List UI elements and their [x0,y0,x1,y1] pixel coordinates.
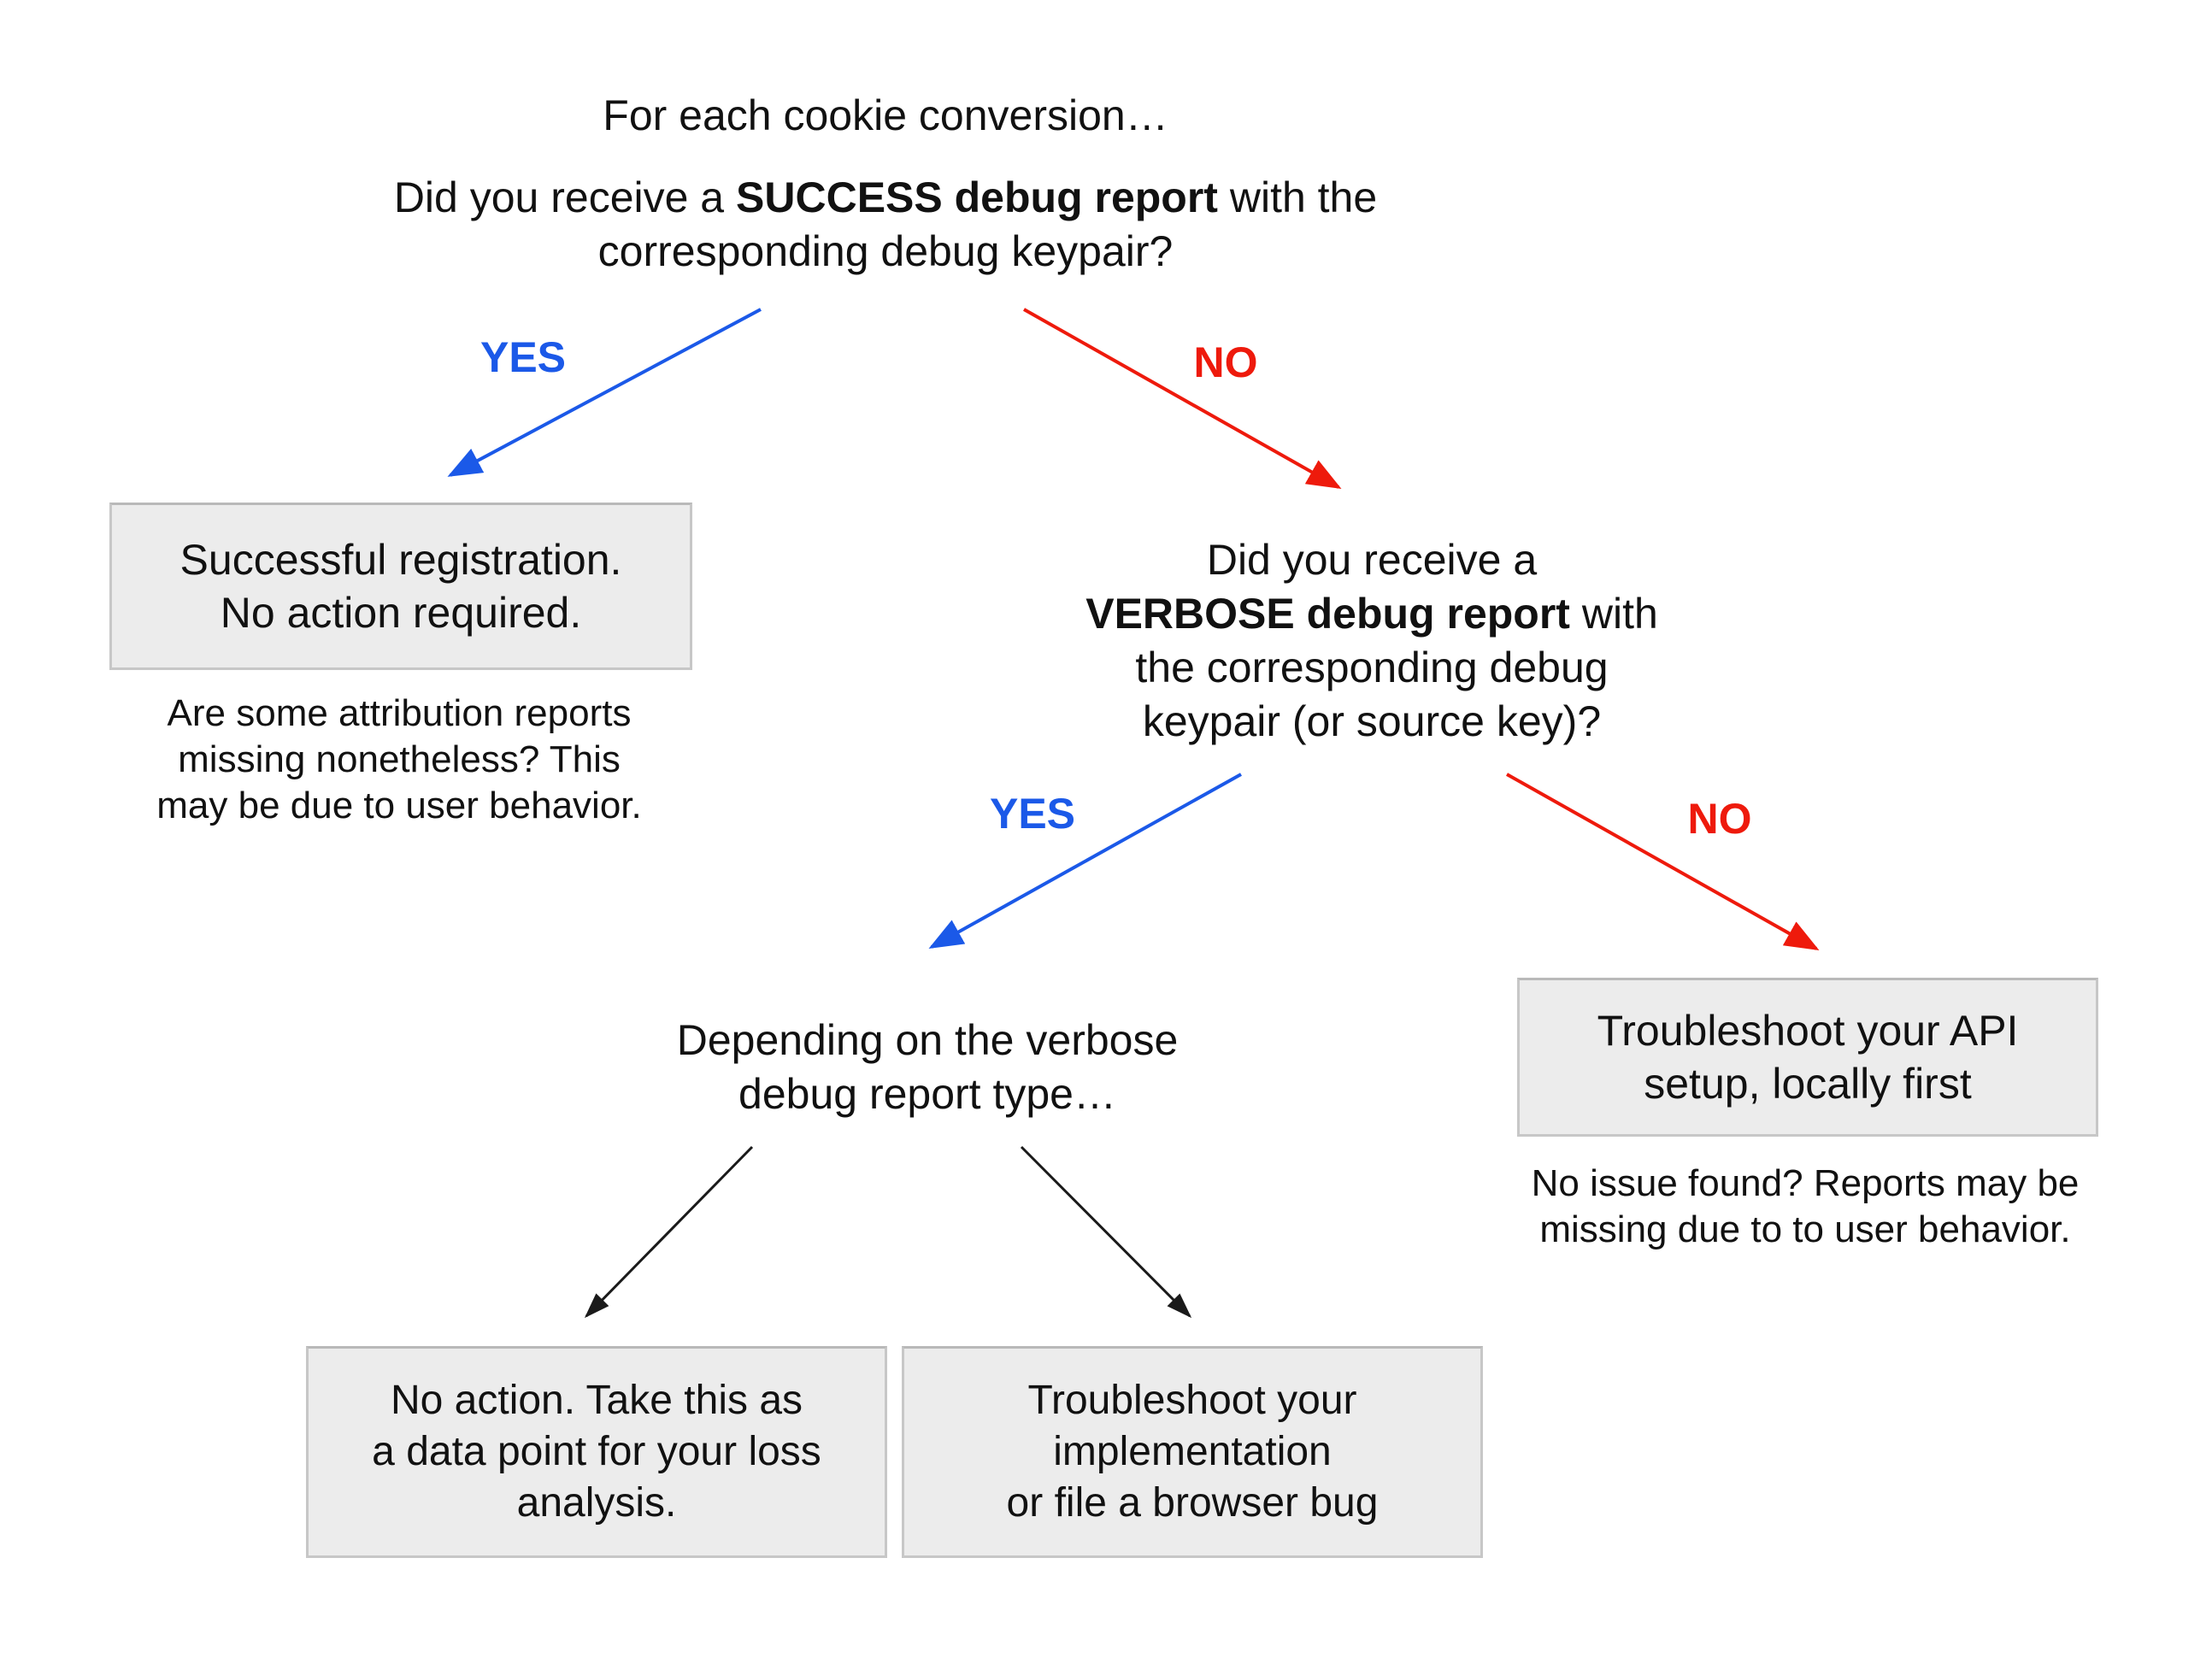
loss-analysis-line1: No action. Take this as [390,1378,803,1423]
loss-analysis-box: No action. Take this as a data point for… [306,1346,887,1558]
implementation-line2: implementation [1053,1429,1332,1474]
question-verbose-bold-post: with [1569,590,1658,638]
success-box: Successful registration. No action requi… [109,503,692,670]
report-type-arrow-right [1020,1145,1192,1319]
no-arrow-success [1023,308,1342,489]
api-note: No issue found? Reports may be missing d… [1532,1161,2080,1253]
implementation-line3: or file a browser bug [1006,1480,1379,1526]
question-success-bold: SUCCESS debug report [736,173,1218,221]
api-setup-line2: setup, locally first [1644,1060,1972,1108]
depending-line2: debug report type… [738,1070,1116,1118]
question-success-line1: Did you receive a SUCCESS debug report w… [394,171,1377,225]
question-verbose-line3: the corresponding debug [1135,644,1609,691]
question-verbose-bold: VERBOSE debug report [1085,590,1570,638]
api-note-line2: missing due to to user behavior. [1539,1208,2071,1250]
depending-text: Depending on the verbose debug report ty… [677,1014,1179,1121]
implementation-box: Troubleshoot your implementation or file… [902,1346,1483,1558]
yes-arrow-verbose [928,773,1242,949]
success-note-line2: missing nonetheless? This [178,738,621,780]
success-note-line1: Are some attribution reports [167,692,632,734]
no-arrow-verbose [1506,773,1820,950]
depending-line1: Depending on the verbose [676,1016,1179,1064]
intro-text: For each cookie conversion… [603,91,1168,139]
implementation-line1: Troubleshoot your [1027,1378,1357,1423]
success-box-line1: Successful registration. [179,536,622,584]
api-setup-box: Troubleshoot your API setup, locally fir… [1517,978,2098,1137]
report-type-arrow-left [584,1145,754,1319]
loss-analysis-line2: a data point for your loss [372,1429,821,1474]
question-success-report: Did you receive a SUCCESS debug report w… [394,171,1377,279]
question-success-line2: corresponding debug keypair? [597,227,1174,275]
yes-label-success: YES [479,333,567,381]
api-note-line1: No issue found? Reports may be [1531,1162,2080,1204]
success-note-line3: may be due to user behavior. [156,785,642,826]
question-success-post: with the [1217,173,1378,221]
no-label-verbose: NO [1687,795,1752,843]
question-verbose-line4: keypair (or source key)? [1142,697,1602,745]
yes-label-verbose: YES [989,790,1076,838]
question-verbose-report: Did you receive a VERBOSE debug report w… [1085,533,1658,749]
success-note: Are some attribution reports missing non… [156,691,641,829]
yes-arrow-success [447,308,762,477]
question-verbose-line2: VERBOSE debug report with [1085,587,1658,641]
loss-analysis-line3: analysis. [516,1480,677,1526]
question-success-pre: Did you receive a [393,173,737,221]
success-box-line2: No action required. [220,589,582,637]
question-verbose-line1: Did you receive a [1206,536,1538,584]
api-setup-line1: Troubleshoot your API [1597,1007,2019,1055]
no-label-success: NO [1193,338,1258,386]
